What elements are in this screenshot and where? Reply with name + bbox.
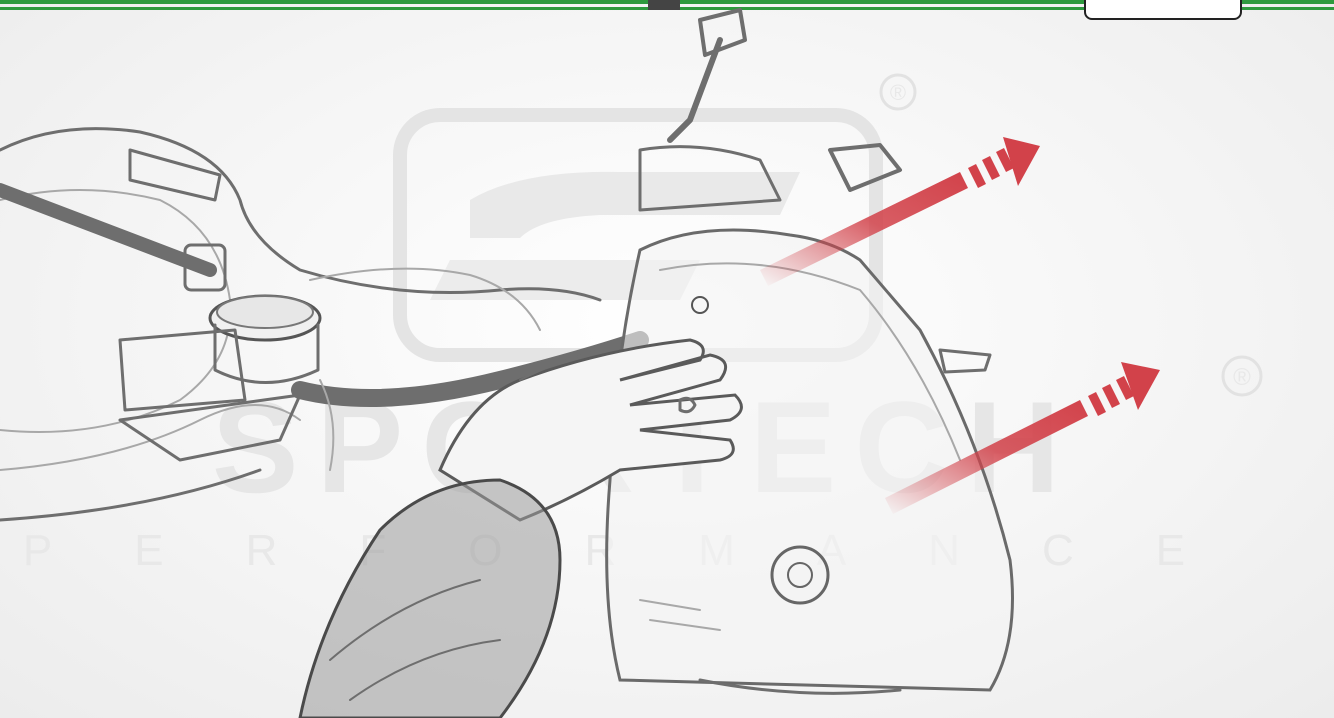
registered-mark-right: ® — [1233, 364, 1251, 391]
push-arrow-upper — [760, 137, 1040, 286]
registered-mark-top: ® — [890, 80, 906, 105]
